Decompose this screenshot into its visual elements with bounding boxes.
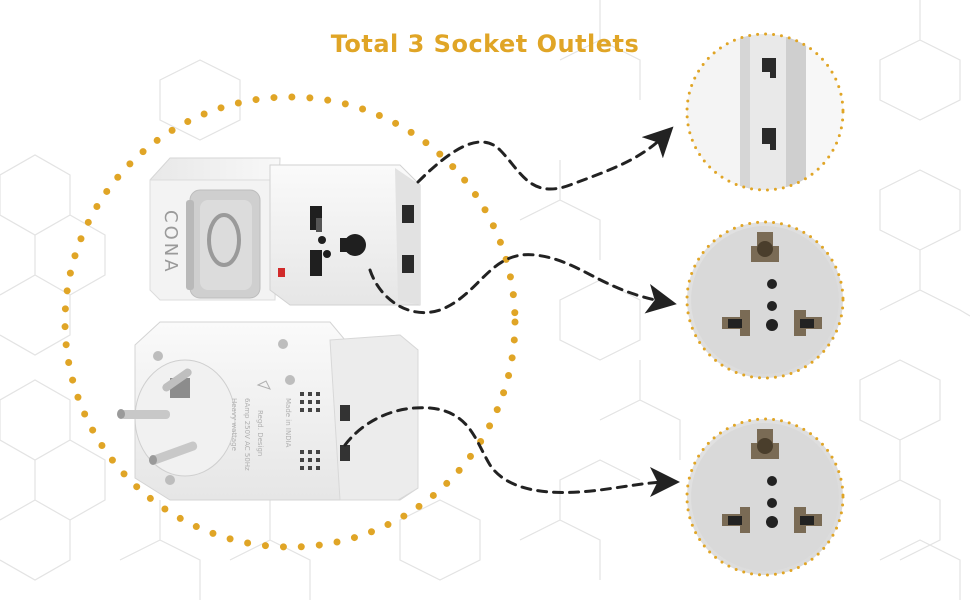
headline: Total 3 Socket Outlets bbox=[330, 30, 640, 58]
socket-icon bbox=[722, 429, 822, 533]
brand-label: CONA bbox=[160, 210, 181, 275]
gauge-icon bbox=[207, 213, 241, 267]
adapter-top-device: CONA bbox=[149, 157, 421, 306]
plug-text-2: 6Amp 250V AC 50Hz bbox=[243, 398, 251, 471]
product-dotted-ring bbox=[61, 93, 519, 551]
arrow-to-bottom-socket bbox=[343, 406, 680, 498]
dashed-arrows bbox=[343, 126, 680, 498]
socket-icon bbox=[722, 232, 822, 336]
plug-text-1: Heavy wattage bbox=[230, 398, 238, 451]
plug-text-4: Made in INDIA bbox=[284, 398, 292, 448]
zoom-universal-socket-1 bbox=[685, 220, 845, 380]
plug-pins bbox=[117, 368, 198, 465]
zoom-universal-socket-2 bbox=[685, 417, 845, 577]
universal-socket-front bbox=[310, 206, 366, 276]
arrow-to-front-socket bbox=[368, 253, 677, 315]
adapter-bottom-device: Heavy wattage 6Amp 250V AC 50Hz Regd. De… bbox=[117, 321, 419, 501]
arrow-to-side-socket bbox=[416, 126, 674, 191]
led-indicator bbox=[278, 268, 285, 277]
plug-text-3: Regd. Design bbox=[256, 410, 264, 456]
zoom-side-socket bbox=[685, 32, 845, 192]
